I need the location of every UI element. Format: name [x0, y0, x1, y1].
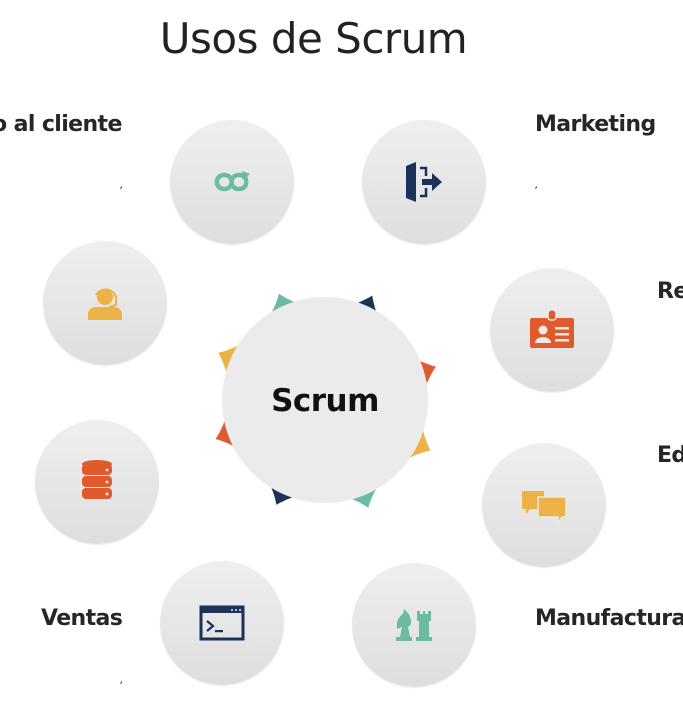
label-hr: Re: [657, 279, 683, 304]
sales-mark: ,: [120, 673, 124, 686]
exit-door-icon: [406, 162, 442, 202]
label-education: Ed: [657, 443, 683, 468]
customer-service-mark: ,: [120, 178, 124, 191]
center-node: Scrum: [222, 297, 428, 503]
node-chat-bubbles: [482, 443, 606, 567]
node-chess-pieces: [352, 563, 476, 687]
center-label: Scrum: [271, 383, 379, 419]
node-layer: [35, 120, 614, 687]
node-terminal-window: [160, 561, 284, 685]
id-badge-icon: [530, 309, 574, 348]
marketing-mark: ,: [535, 178, 539, 191]
node-infinity: [170, 120, 294, 244]
database-icon: [82, 460, 112, 499]
headset-support-icon: [88, 288, 122, 320]
terminal-window-icon: [199, 605, 245, 641]
chat-bubbles-icon: [522, 491, 567, 526]
diagram-title: Usos de Scrum: [0, 14, 683, 63]
label-customer-service: o al cliente: [0, 112, 122, 137]
infinity-icon: [214, 171, 250, 192]
node-exit-door: [362, 120, 486, 244]
node-database: [35, 420, 159, 544]
node-circle: [352, 563, 476, 687]
label-marketing: Marketing: [535, 112, 656, 137]
center-circle: [222, 297, 428, 503]
label-manufacturing: Manufactura: [535, 606, 683, 631]
chess-pieces-icon: [396, 609, 432, 641]
label-sales: Ventas: [41, 606, 123, 631]
node-circle: [160, 561, 284, 685]
title-text: Usos de Scrum: [159, 14, 468, 63]
node-headset-support: [43, 241, 167, 365]
node-id-badge: [490, 268, 614, 392]
